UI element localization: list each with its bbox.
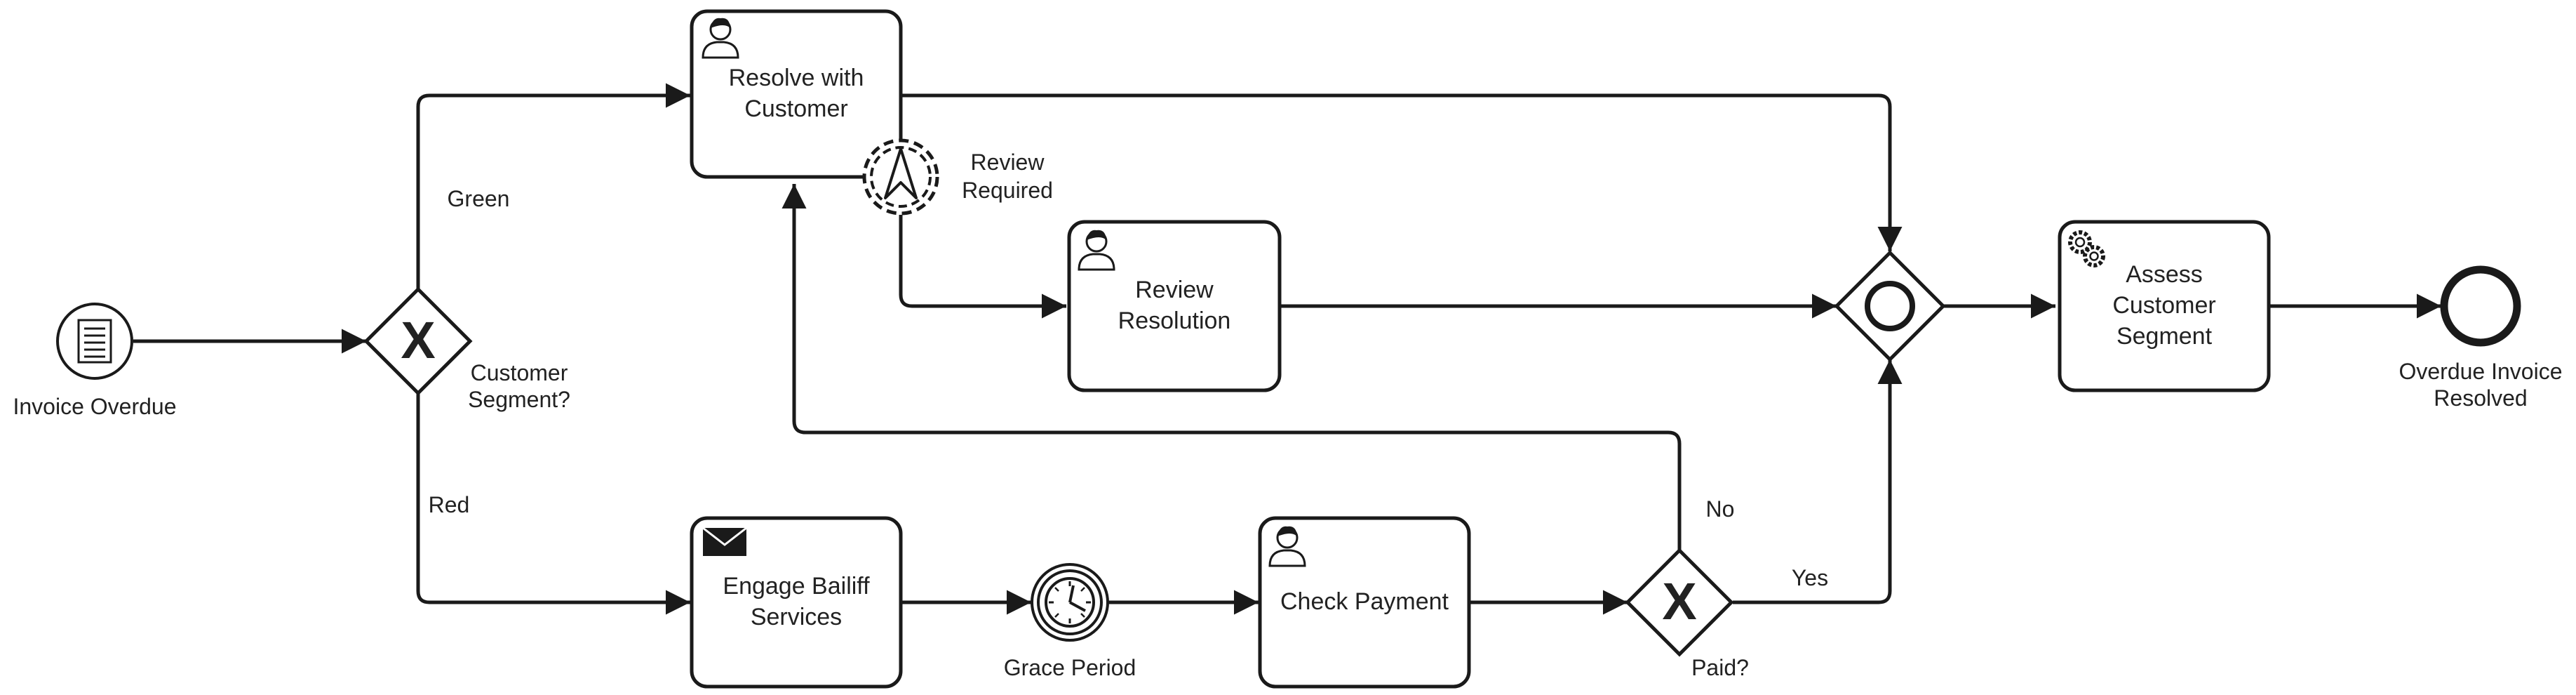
task-assess-line1: Assess — [2126, 261, 2203, 288]
end-event-label-line2: Resolved — [2434, 385, 2527, 411]
flow-resolve-to-merge[interactable] — [901, 93, 1903, 251]
flow-escalation-to-review[interactable] — [899, 215, 1066, 319]
segment-gateway-label-line1: Customer — [471, 360, 568, 385]
user-icon — [1268, 526, 1306, 567]
paid-gateway[interactable]: X — [1625, 548, 1734, 657]
flow-label-yes: Yes — [1792, 565, 1828, 590]
task-check-payment[interactable]: Check Payment — [1258, 516, 1471, 689]
task-resolve-line1: Resolve with — [729, 65, 864, 91]
segment-gateway-label-line2: Segment? — [468, 387, 570, 412]
exclusive-marker-icon: X — [1662, 572, 1696, 630]
user-icon — [1078, 230, 1115, 271]
task-review-resolution[interactable]: Review Resolution — [1067, 220, 1282, 392]
clock-icon — [1045, 577, 1095, 628]
task-review-line2: Resolution — [1118, 307, 1231, 334]
timer-event-label: Grace Period — [1004, 655, 1136, 680]
exclusive-marker-icon: X — [401, 311, 435, 369]
document-icon — [77, 319, 112, 364]
task-payment-line1: Check Payment — [1280, 588, 1449, 615]
end-event[interactable] — [2440, 265, 2521, 347]
start-event-label: Invoice Overdue — [13, 394, 176, 419]
task-review-line1: Review — [1135, 277, 1214, 303]
merge-gateway[interactable] — [1834, 250, 1946, 362]
segment-gateway[interactable]: X — [363, 286, 473, 396]
flow-segment-to-resolve[interactable] — [416, 83, 690, 289]
flow-paid-to-merge[interactable] — [1733, 359, 1903, 604]
escalation-event-label-line2: Required — [962, 178, 1053, 203]
task-engage-bailiff[interactable]: Engage Bailiff Services — [690, 516, 903, 689]
flow-paid-to-resolve[interactable] — [781, 184, 1682, 550]
start-event[interactable] — [56, 303, 133, 380]
escalation-arrow-icon — [884, 147, 918, 199]
timer-event[interactable] — [1031, 563, 1109, 642]
task-bailiff-line1: Engage Bailiff — [723, 573, 870, 600]
task-assess-line2: Customer — [2112, 292, 2215, 319]
flow-label-no: No — [1706, 496, 1735, 522]
escalation-boundary-event[interactable] — [862, 138, 939, 216]
sequence-flows — [133, 83, 2441, 615]
gear-icon — [2068, 230, 2105, 267]
end-event-label-line1: Overdue Invoice — [2399, 359, 2562, 384]
paid-gateway-label: Paid? — [1691, 655, 1749, 680]
task-resolve-with-customer[interactable]: Resolve with Customer — [690, 9, 903, 179]
flow-label-red: Red — [429, 492, 470, 517]
task-assess-line3: Segment — [2117, 323, 2213, 350]
task-resolve-line2: Customer — [744, 95, 847, 122]
task-assess-customer-segment[interactable]: Assess Customer Segment — [2058, 220, 2271, 392]
envelope-icon — [702, 527, 747, 556]
flow-segment-to-bailiff[interactable] — [416, 393, 690, 615]
task-bailiff-line2: Services — [751, 604, 842, 630]
inclusive-marker-icon — [1865, 281, 1915, 331]
flow-label-green: Green — [448, 186, 510, 211]
escalation-event-label-line1: Review — [971, 150, 1045, 175]
user-icon — [702, 18, 739, 59]
